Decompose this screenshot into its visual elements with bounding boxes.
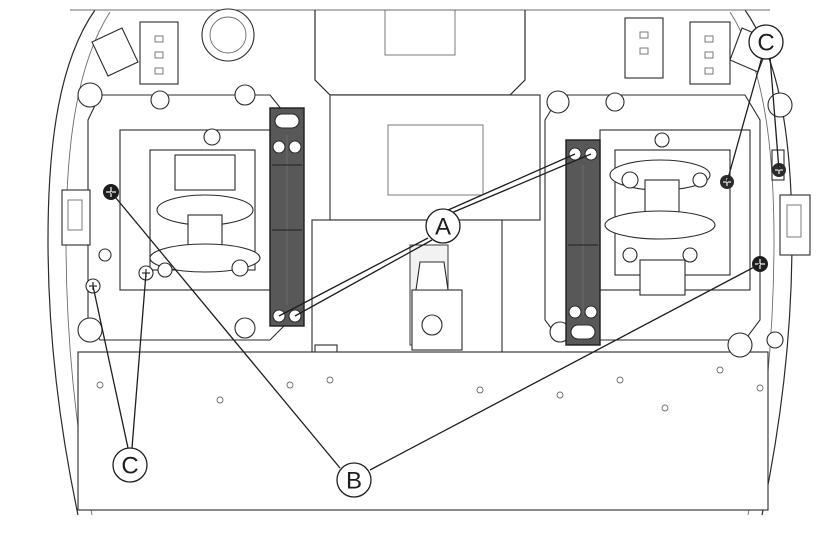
callout-b: B	[336, 462, 372, 498]
callout-c-right-label: C	[757, 30, 774, 57]
callout-c-right: C	[748, 24, 784, 60]
right-gimbal	[544, 90, 811, 358]
callout-c-left-label: C	[121, 453, 138, 480]
leader-lines	[92, 56, 780, 471]
callout-a-label: A	[435, 214, 451, 241]
left-bracket	[269, 107, 305, 327]
left-gimbal	[61, 82, 291, 343]
top-connectors	[91, 8, 771, 85]
callout-b-label: B	[346, 468, 362, 495]
center-housing	[311, 9, 541, 376]
callout-c-left: C	[112, 447, 148, 483]
lower-panel	[77, 351, 769, 511]
callout-a: A	[425, 208, 461, 244]
